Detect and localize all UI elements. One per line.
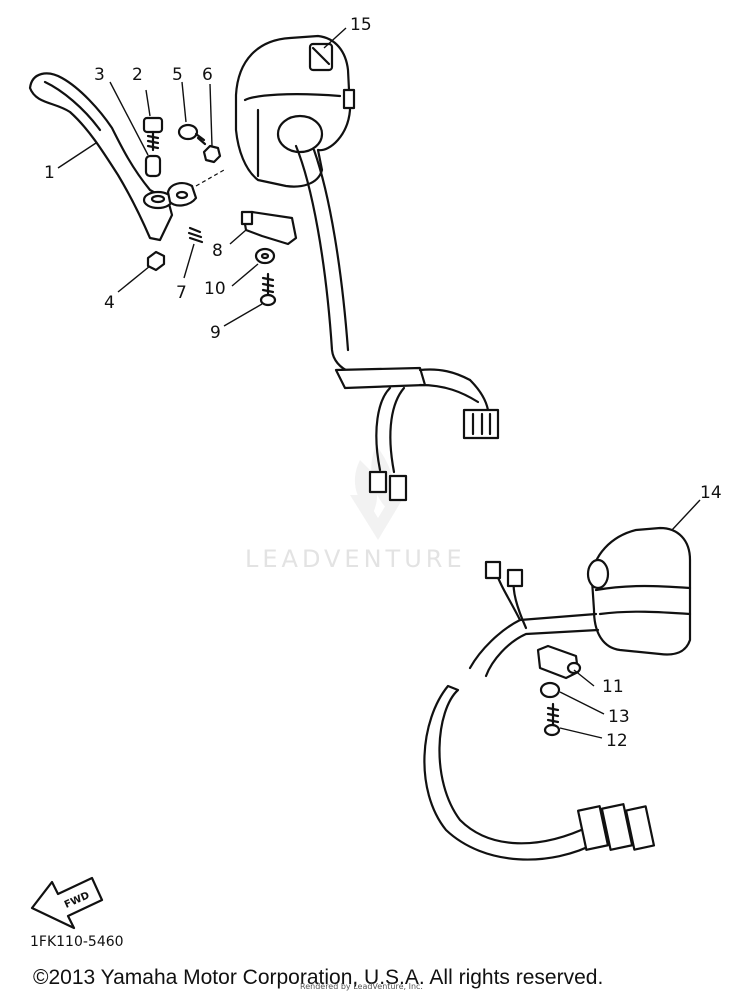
callout-1: 1 bbox=[44, 163, 55, 183]
callout-15: 15 bbox=[350, 15, 372, 35]
callout-2: 2 bbox=[132, 65, 143, 85]
callout-10: 10 bbox=[204, 279, 226, 299]
lever-part bbox=[28, 72, 174, 242]
callout-4: 4 bbox=[104, 293, 115, 313]
screw-part-12 bbox=[543, 702, 561, 737]
screw-part bbox=[177, 123, 207, 146]
lever-bracket bbox=[166, 169, 225, 207]
right-handlebar-switch bbox=[423, 526, 692, 861]
switch-part-8 bbox=[240, 210, 298, 246]
nut-part-4 bbox=[146, 250, 166, 272]
diagram-code: 1FK110-5460 bbox=[30, 934, 124, 950]
nut-part-6 bbox=[202, 144, 222, 164]
callout-14: 14 bbox=[700, 483, 722, 503]
callout-12: 12 bbox=[606, 731, 628, 751]
callout-7: 7 bbox=[176, 283, 187, 303]
bolt-part bbox=[142, 116, 164, 152]
switch-part-11 bbox=[536, 644, 582, 680]
callout-3: 3 bbox=[94, 65, 105, 85]
rendered-by-notice: Rendered by LeadVenture, Inc. bbox=[300, 982, 423, 991]
callout-11: 11 bbox=[602, 677, 624, 697]
callout-9: 9 bbox=[210, 323, 221, 343]
screw-part-9 bbox=[259, 272, 277, 307]
fwd-arrow-icon: FWD bbox=[30, 876, 104, 930]
callout-6: 6 bbox=[202, 65, 213, 85]
washer-part-13 bbox=[539, 681, 561, 699]
copyright-notice: ©2013 Yamaha Motor Corporation, U.S.A. A… bbox=[33, 966, 604, 989]
callout-5: 5 bbox=[172, 65, 183, 85]
left-handlebar-switch bbox=[234, 34, 500, 502]
washer-part-10 bbox=[254, 247, 276, 265]
watermark-text: LEADVENTURE bbox=[245, 545, 466, 573]
callout-13: 13 bbox=[608, 707, 630, 727]
leader-lines bbox=[57, 27, 701, 739]
collar-part bbox=[144, 154, 162, 178]
spring-part bbox=[187, 226, 204, 244]
callout-8: 8 bbox=[212, 241, 223, 261]
